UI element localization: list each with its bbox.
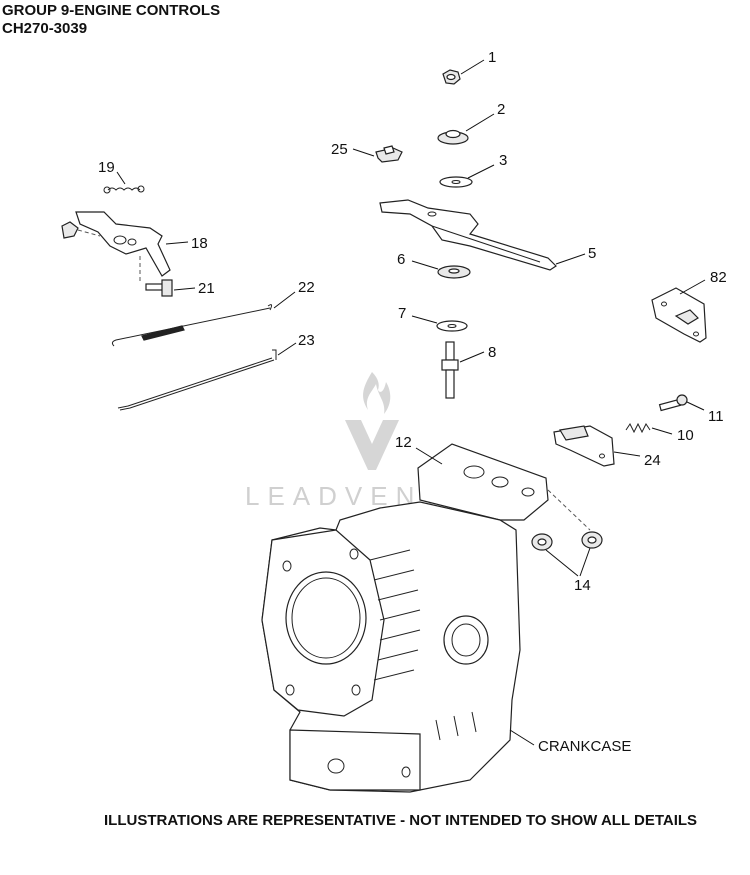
callout-23: 23 <box>298 332 315 349</box>
callout-18: 18 <box>191 235 208 252</box>
crankcase-part[interactable] <box>261 501 535 793</box>
throttle-rod-part[interactable] <box>117 342 297 411</box>
callout-11: 11 <box>708 408 724 425</box>
crankcase-label: CRANKCASE <box>538 738 631 755</box>
spring-link-part[interactable] <box>111 291 296 347</box>
callout-24: 24 <box>644 452 661 469</box>
washer-7-part[interactable] <box>411 315 468 332</box>
callout-5: 5 <box>588 245 596 262</box>
lever-pin-part[interactable] <box>145 279 196 297</box>
clip-part[interactable] <box>352 145 403 163</box>
callout-25: 25 <box>331 141 348 158</box>
callout-10: 10 <box>677 427 694 444</box>
callout-7: 7 <box>398 305 406 322</box>
spring-washer-part[interactable] <box>437 113 495 145</box>
washer-6-part[interactable] <box>411 260 471 279</box>
hex-nut-part[interactable] <box>442 59 485 85</box>
throttle-shaft-part[interactable] <box>441 341 485 399</box>
throttle-lever-part[interactable] <box>379 199 586 271</box>
governor-spring-part[interactable] <box>103 171 145 194</box>
callout-12: 12 <box>395 434 412 451</box>
callout-2: 2 <box>497 101 505 118</box>
callout-19: 19 <box>98 159 115 176</box>
callout-8: 8 <box>488 344 496 361</box>
governor-lever-part[interactable] <box>61 211 189 282</box>
callout-1: 1 <box>488 49 496 66</box>
bushing-part[interactable] <box>531 531 603 577</box>
callout-22: 22 <box>298 279 315 296</box>
flat-washer-part[interactable] <box>439 164 495 188</box>
callout-21: 21 <box>198 280 215 297</box>
callout-14: 14 <box>574 577 591 594</box>
compression-spring-part[interactable] <box>625 422 673 435</box>
control-bracket-part[interactable] <box>415 443 591 531</box>
speed-control-plate-part[interactable] <box>553 425 641 467</box>
callout-3: 3 <box>499 152 507 169</box>
diagram-title: GROUP 9-ENGINE CONTROLS <box>2 2 221 19</box>
callout-6: 6 <box>397 251 405 268</box>
bolt-part[interactable] <box>658 394 705 412</box>
choke-bracket-part[interactable] <box>651 279 707 343</box>
callout-82: 82 <box>710 269 727 286</box>
disclaimer-note: ILLUSTRATIONS ARE REPRESENTATIVE - NOT I… <box>104 812 698 829</box>
model-number: CH270-3039 <box>2 20 88 37</box>
